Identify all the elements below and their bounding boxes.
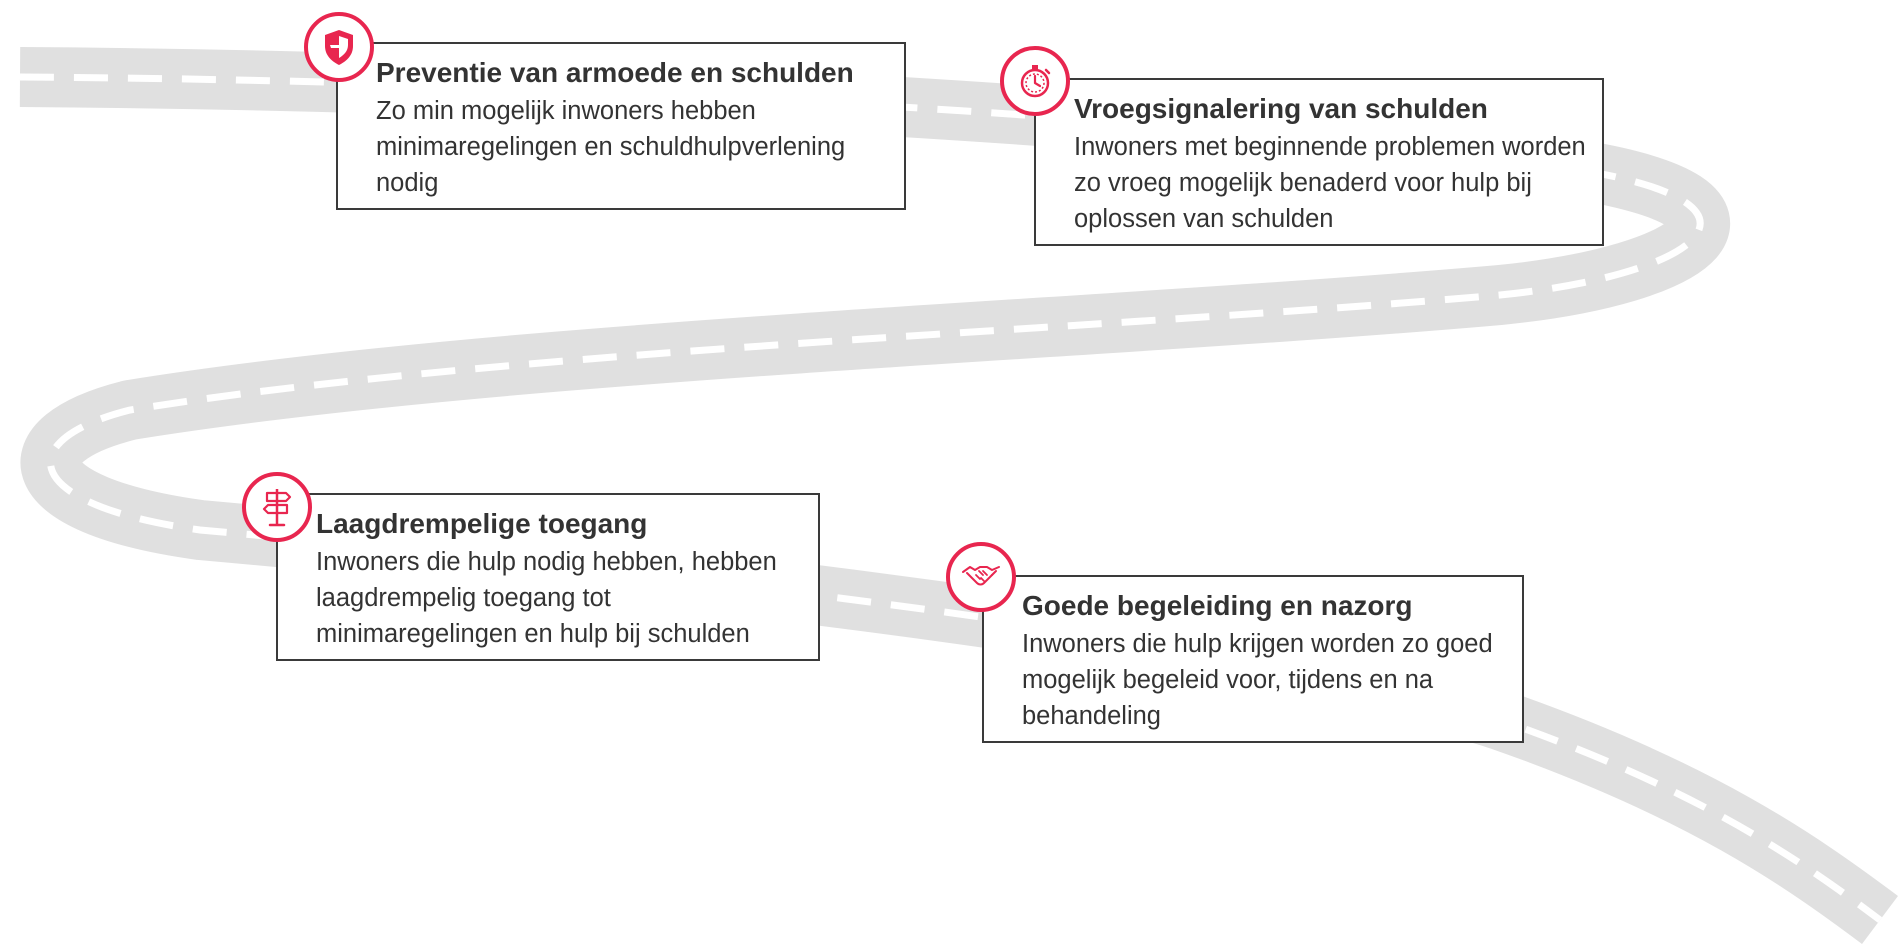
step-title: Goede begeleiding en nazorg <box>1022 590 1413 621</box>
step-title: Vroegsignalering van schulden <box>1074 93 1488 124</box>
shield-icon <box>304 12 374 82</box>
step-description: Inwoners die hulp krijgen worden zo goed… <box>1022 630 1493 730</box>
road-center-line <box>19 73 1883 923</box>
step-card-preventie: Preventie van armoede en schulden Zo min… <box>336 42 906 210</box>
step-card-laagdrempelige-toegang: Laagdrempelige toegang Inwoners die hulp… <box>276 493 820 661</box>
step-title: Laagdrempelige toegang <box>316 508 648 539</box>
step-description: Inwoners die hulp nodig hebben, hebben l… <box>316 548 777 648</box>
step-card-vroegsignalering: Vroegsignalering van schulden Inwoners m… <box>1034 78 1604 246</box>
handshake-icon <box>946 542 1016 612</box>
signpost-icon <box>242 472 312 542</box>
step-title: Preventie van armoede en schulden <box>376 57 854 88</box>
step-description: Inwoners met beginnende problemen worden… <box>1074 133 1586 233</box>
stopwatch-icon <box>1000 46 1070 116</box>
step-card-begeleiding-nazorg: Goede begeleiding en nazorg Inwoners die… <box>982 575 1524 743</box>
step-description: Zo min mogelijk inwoners hebben minimare… <box>376 97 846 197</box>
